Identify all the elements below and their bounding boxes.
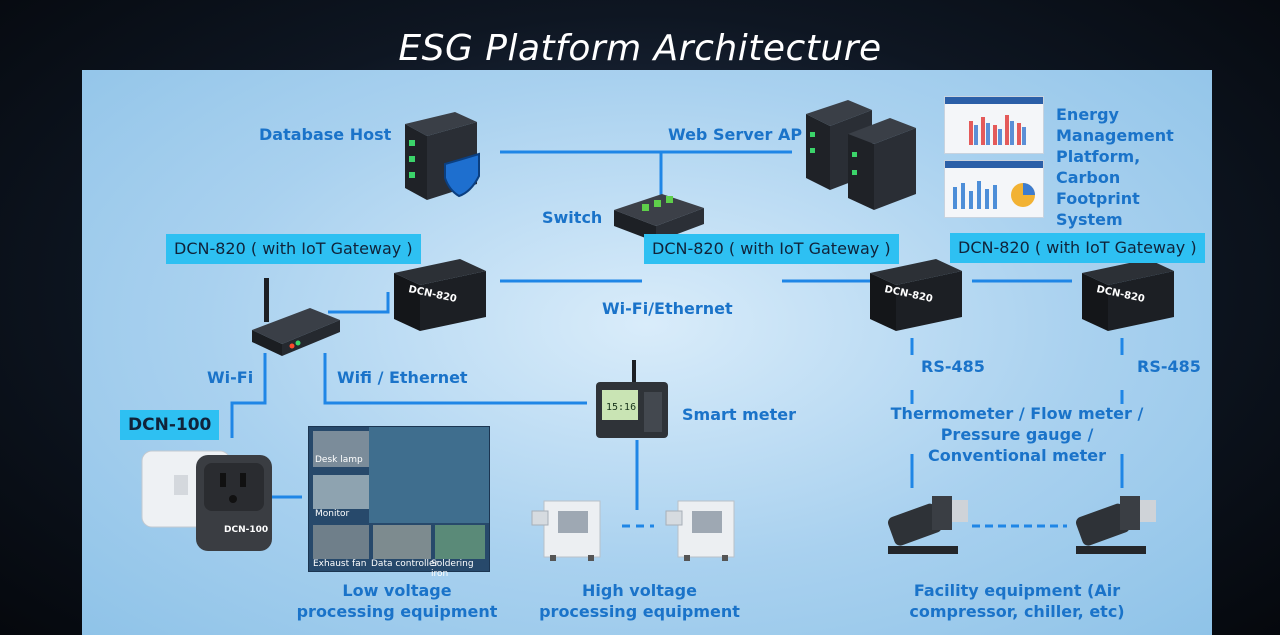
dcn100-print: DCN-100: [224, 525, 269, 535]
connection-lines: [230, 150, 1124, 528]
label-platform: Energy Management Platform, Carbon Footp…: [1056, 105, 1174, 229]
caption-monitor: Monitor: [315, 509, 350, 519]
label-sensors: Thermometer / Flow meter / Pressure gaug…: [890, 404, 1144, 465]
tag-dcn100: DCN-100: [120, 410, 220, 440]
label-rs485-left: RS-485: [921, 357, 985, 376]
page-title: ESG Platform Architecture: [398, 28, 882, 69]
dcn820-device-left: DCN-820: [390, 255, 490, 339]
dcn100-device: DCN-100: [140, 445, 272, 559]
dcn820-device-right: DCN-820: [1078, 255, 1178, 339]
label-smart-meter: Smart meter: [682, 405, 797, 424]
label-web-server: Web Server AP: [668, 125, 803, 144]
web-server-icon: [806, 100, 916, 210]
tag-dcn820-mid: DCN-820 ( with IoT Gateway ): [644, 234, 899, 264]
diagram-panel: DCN-820 DCN-820 DCN-820 DCN-100: [82, 70, 1212, 635]
carbon-dashboard-screenshot: [944, 160, 1044, 218]
caption-desk-lamp: Desk lamp: [315, 455, 363, 465]
label-rs485-right: RS-485: [1137, 357, 1201, 376]
energy-dashboard-screenshot: [944, 96, 1044, 154]
label-wifi: Wi-Fi: [207, 368, 254, 387]
meter-reading: 15:16: [606, 402, 637, 413]
caption-soldering-iron: Soldering iron: [431, 559, 474, 579]
caption-data-controller: Data controller: [371, 559, 439, 569]
smart-meter-icon: 15:16: [592, 360, 672, 448]
label-wifi-ethernet-mid: Wi-Fi/Ethernet: [602, 299, 733, 318]
chiller-icon: [1076, 496, 1156, 554]
label-wifi-ethernet-left: Wifi / Ethernet: [337, 368, 468, 387]
high-voltage-machine-icon: [531, 500, 601, 561]
router-icon: [252, 278, 340, 356]
label-database-host: Database Host: [259, 125, 392, 144]
label-low-voltage: Low voltage processing equipment: [296, 581, 498, 621]
tag-dcn820-left: DCN-820 ( with IoT Gateway ): [166, 234, 421, 264]
caption-exhaust-fan: Exhaust fan: [313, 559, 367, 569]
label-switch: Switch: [542, 208, 603, 227]
air-compressor-icon: [888, 496, 968, 554]
tag-dcn820-right: DCN-820 ( with IoT Gateway ): [950, 233, 1205, 263]
label-facility: Facility equipment (Air compressor, chil…: [909, 581, 1125, 621]
high-voltage-machine-icon: [665, 500, 735, 561]
database-server-icon: [405, 112, 480, 200]
dcn820-device-mid: DCN-820: [866, 255, 966, 339]
factory-photo: Desk lamp Monitor Exhaust fan Data contr…: [308, 426, 490, 579]
label-high-voltage: High voltage processing equipment: [539, 581, 740, 621]
